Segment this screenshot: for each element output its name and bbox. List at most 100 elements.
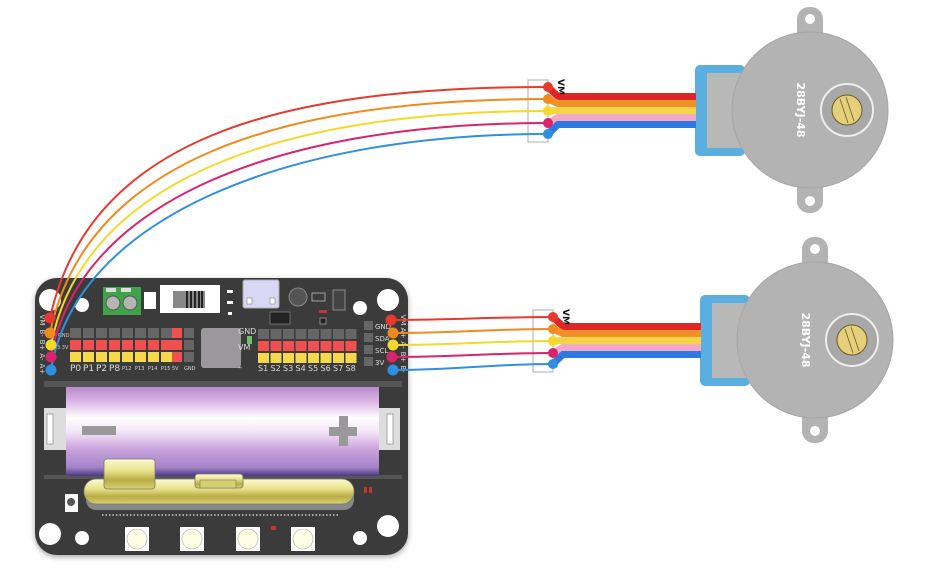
servo-pin-gnd [270,329,282,339]
i2c-pin [364,357,373,366]
wire-right-to-bottom-motor [392,328,554,334]
header-pin-gnd [184,340,194,350]
buzzer [288,287,308,307]
header-pin-gnd [184,352,194,362]
ribbon-wire-yellow [565,337,701,344]
power-label: 5V [172,366,179,372]
header-pin-gnd [161,328,172,338]
servo-label: S2 [271,364,281,373]
smd-led-2 [319,317,327,325]
reset-chip [269,311,291,325]
header-pin-vcc [70,340,81,350]
header-pin-signal [161,352,172,362]
left-terminal-label: A- [38,353,46,361]
i2c-label: 3V [375,359,384,367]
indicator-led-2 [369,487,372,493]
header-pin-gnd [135,328,146,338]
shaft-flat [845,96,855,122]
right-terminal-labels: VMA+A-B+B- [399,315,407,374]
smd-led-bottom [271,526,276,530]
gpio-header [70,328,194,362]
servo-pin-vm [283,341,294,351]
servo-pin-signal [270,353,282,363]
header-pin-signal [83,352,94,362]
battery-plus-icon [329,416,357,446]
servo-pin-signal [258,353,269,363]
servo-pin-vm [270,341,282,351]
wire-left-to-top-motor [49,86,549,319]
status-leds [227,290,233,315]
servo-pin-signal [345,353,357,363]
i2c-label: SCL [375,347,388,355]
wire-terminal-left [45,339,57,351]
mount-hole [805,196,815,206]
wire-terminal-right [387,364,399,376]
header-pin-gnd [122,328,133,338]
shaft-flat [844,328,854,354]
ribbon-wire-red [565,323,701,330]
mounting-holes [39,289,399,545]
servo-pin-vm [295,341,307,351]
servo-side-label: GND [238,327,256,336]
ribbon-wire-blue [560,121,696,128]
wire-right-to-bottom-motor [390,316,554,321]
microbit-slot [83,458,355,516]
wire-terminal-left [45,364,57,376]
left-terminal-label: B+ [38,340,46,351]
wire-terminal-left [44,312,56,324]
wire-terminal-right [386,351,398,363]
header-pin-5v [172,328,182,338]
rgb-leds [125,527,315,551]
servo-pin-vm [308,341,319,351]
pin-label: P13 [135,366,144,372]
header-pin-vcc [161,340,172,350]
shaft-flat [850,326,860,352]
driver-chip [201,328,241,368]
servo-label: S7 [333,364,343,373]
pin-label: P1 [83,364,94,374]
servo-pin-gnd [295,329,307,339]
servo-pin-vm [333,341,344,351]
mount-hole [810,244,820,254]
i2c-pin [364,345,373,354]
ribbon-wire-yellow [560,107,696,114]
header-pin-vcc [122,340,133,350]
wire-left-to-top-motor [50,110,549,346]
connector-label: VM [560,309,570,325]
header-pin-gnd [109,328,120,338]
servo-label: S1 [258,364,268,373]
servo-pin-signal [320,353,332,363]
smd-component-2 [332,289,346,311]
header-pin-vcc [96,340,107,350]
power-switch[interactable] [160,285,220,313]
wire-terminal-right [387,327,399,339]
power-label: GND [184,366,196,372]
header-label-3v3: 3.3V [57,345,69,351]
power-terminal-block [103,287,141,315]
header-label-gnd: GND [58,333,70,339]
smd-led [319,310,327,313]
motor-shaft [836,324,868,356]
ribbon-wire-blue [565,351,701,358]
ribbon-wire-pink [560,114,696,121]
reset-button[interactable] [65,494,78,512]
connector-label: VM [555,79,565,95]
servo-pin-gnd [320,329,332,339]
jumper [247,336,252,344]
header-pin-gnd [148,328,159,338]
pin-label: P8 [109,364,120,374]
i2c-pin [364,333,373,342]
wire-terminal-right [387,339,399,351]
wire-right-to-bottom-motor [392,340,554,346]
servo-pin-vm [320,341,332,351]
pin-label: P15 [161,366,170,372]
servo-label: S3 [283,364,293,373]
motor-shaft [831,94,863,126]
wire-left-to-top-motor [50,133,549,371]
servo-pin-gnd [308,329,319,339]
micro-usb-port[interactable] [242,279,280,309]
ribbon-wire-orange [565,330,701,337]
